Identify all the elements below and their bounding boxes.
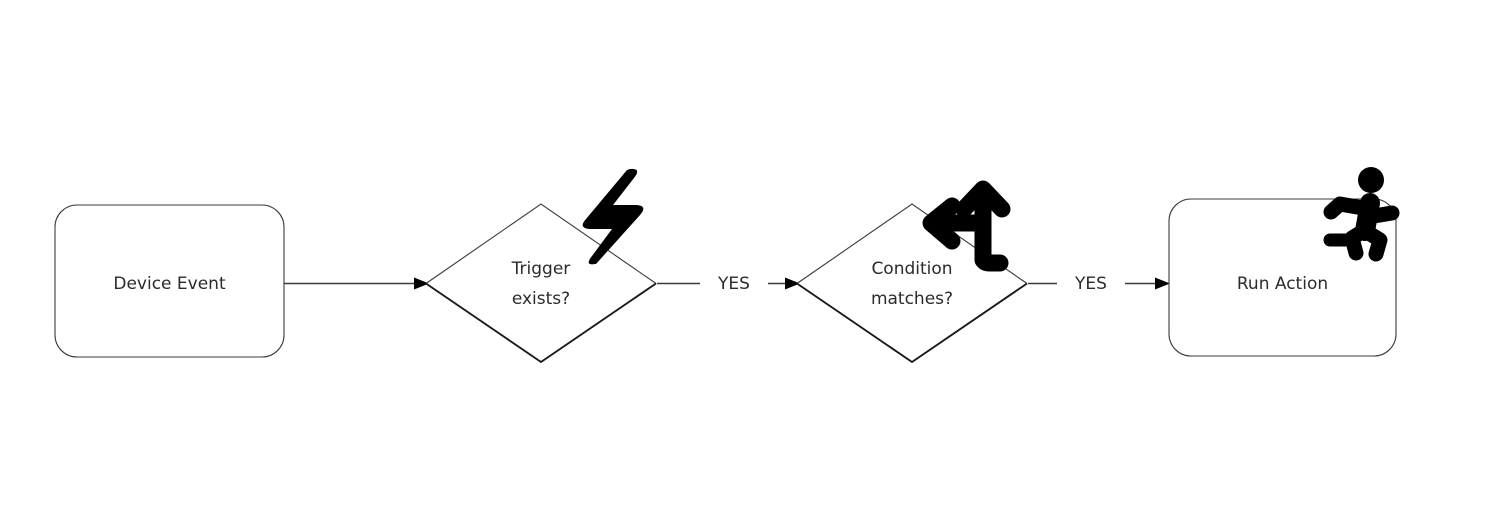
trigger-diamond-outline-top: [425, 203, 657, 284]
run-action-box-outline: [1168, 198, 1397, 357]
edge-device-event-to-trigger: [284, 277, 429, 290]
trigger-label-line2: exists?: [512, 289, 570, 309]
device-event-label: Device Event: [113, 274, 226, 294]
edge-condition-to-run-action: YES: [1028, 274, 1170, 294]
lightning-bolt-icon: [582, 168, 644, 265]
branch-fork-arrow-icon: [922, 180, 1011, 272]
running-person-icon: [1323, 167, 1400, 262]
trigger-label-line1: Trigger: [511, 259, 571, 279]
device-event-box-outline: [54, 204, 285, 358]
node-condition-matches[interactable]: Condition matches?: [796, 203, 1028, 364]
trigger-diamond-outline-bottom: [425, 282, 657, 364]
arrowhead-icon: [1155, 277, 1170, 290]
node-device-event[interactable]: Device Event: [54, 204, 285, 358]
condition-diamond-fill: [797, 204, 1027, 362]
arrowhead-icon: [414, 277, 429, 290]
condition-label-line2: matches?: [871, 289, 953, 309]
edge-trigger-to-condition: YES: [657, 274, 800, 294]
edge-label-yes-2: YES: [1074, 274, 1107, 294]
node-trigger-exists[interactable]: Trigger exists?: [425, 203, 657, 364]
run-action-label: Run Action: [1237, 274, 1328, 294]
condition-label-line1: Condition: [871, 259, 952, 279]
arrowhead-icon: [785, 277, 800, 290]
edge-label-yes-1: YES: [717, 274, 750, 294]
condition-diamond-outline-bottom: [796, 282, 1028, 364]
device-event-box-fill: [55, 205, 284, 357]
